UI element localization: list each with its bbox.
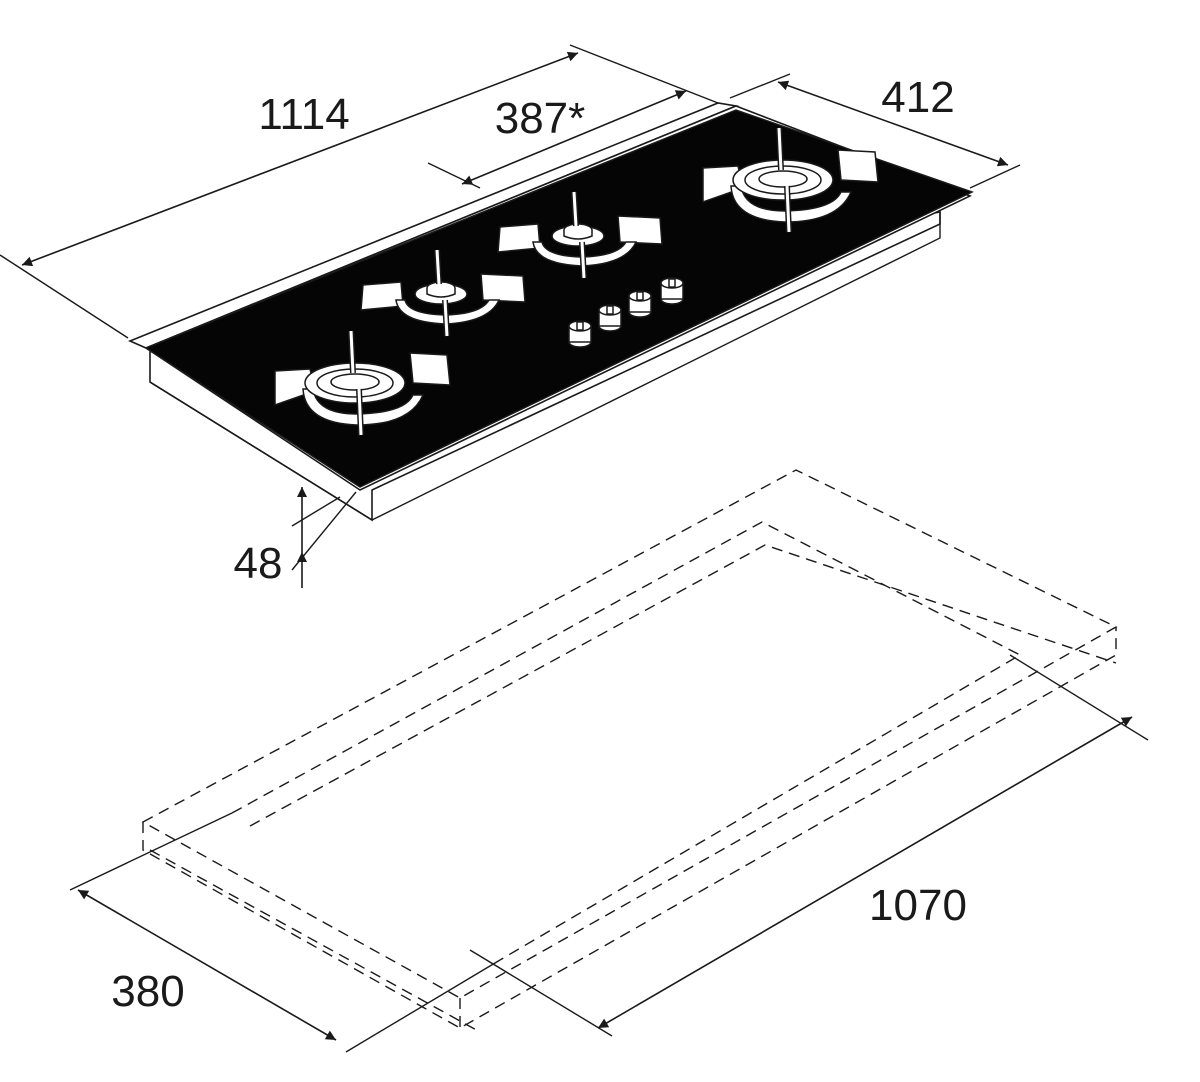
label-387: 387* [495,94,586,143]
knob-3[interactable] [628,290,652,318]
label-1070: 1070 [869,881,967,930]
label-1114: 1114 [258,90,349,139]
dimension-1114: 1114 [0,44,719,339]
dimension-1070: 1070 [469,654,1149,1037]
label-412: 412 [881,73,954,122]
knob-2[interactable] [598,304,622,332]
dimension-387: 387* [427,90,687,189]
knob-1[interactable] [568,320,592,348]
knob-4[interactable] [660,277,684,305]
dimension-48: 48 [234,487,357,588]
label-48: 48 [234,539,283,588]
cutout-outline [141,469,1118,1033]
dimension-412: 412 [729,73,1021,189]
hob-base-front-edge [149,212,941,521]
label-380: 380 [111,967,184,1016]
dimension-380: 380 [69,812,501,1053]
